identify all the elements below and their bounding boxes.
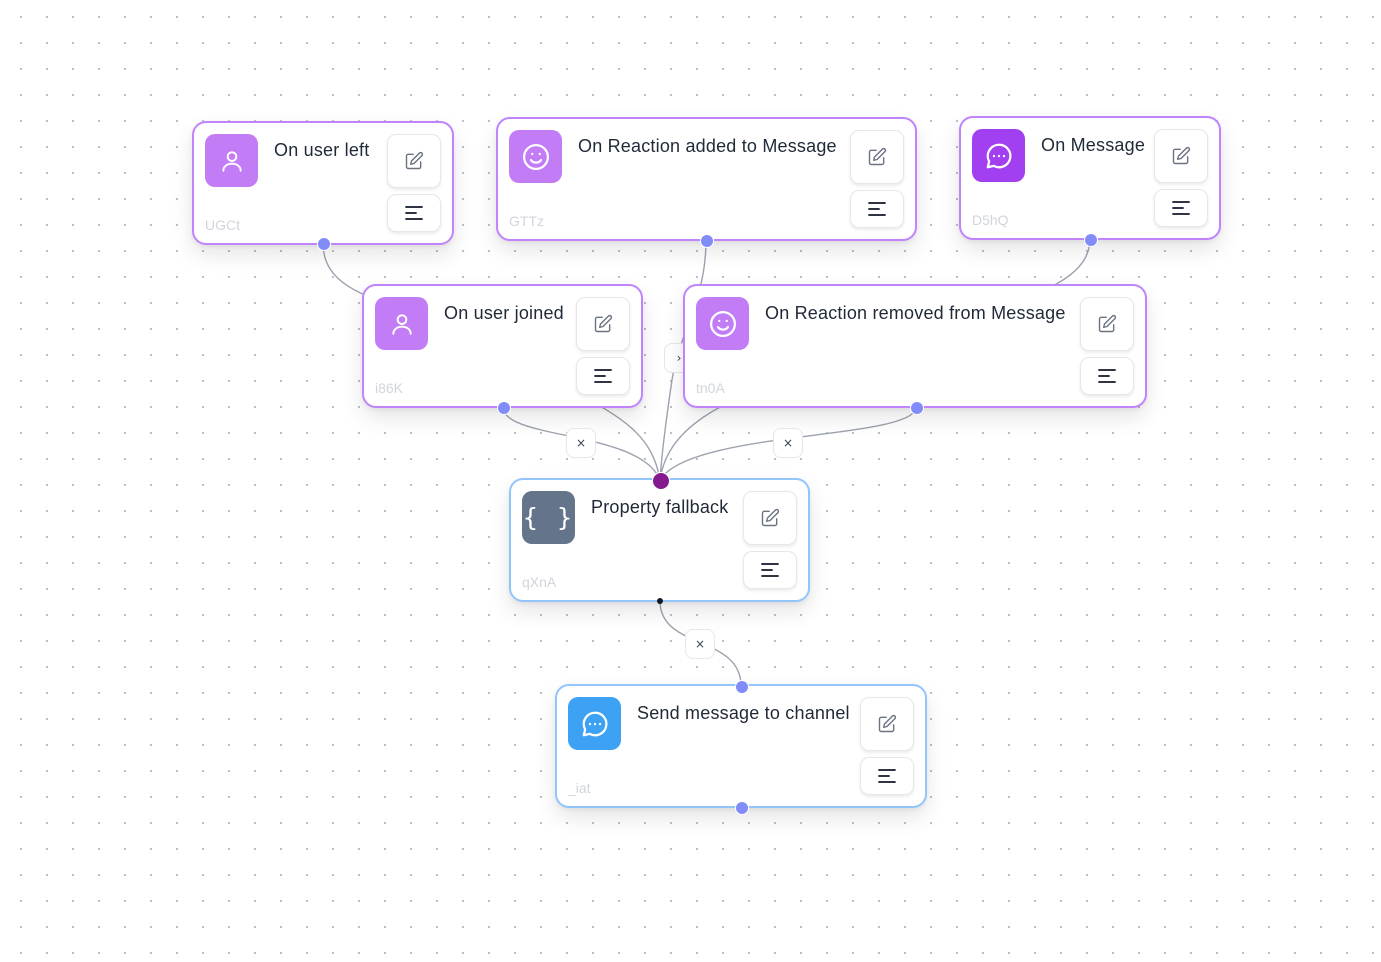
output-handle[interactable] bbox=[700, 234, 714, 248]
user-icon bbox=[205, 134, 258, 187]
node-title: Property fallback bbox=[591, 497, 729, 517]
node-id: tn0A bbox=[696, 380, 725, 396]
output-handle[interactable] bbox=[317, 237, 331, 251]
node-title: Send message to channel bbox=[637, 703, 850, 723]
edit-button[interactable] bbox=[743, 491, 797, 545]
edit-button[interactable] bbox=[850, 130, 904, 184]
align-left-icon bbox=[868, 202, 886, 216]
node-id: D5hQ bbox=[972, 212, 1009, 228]
menu-button[interactable] bbox=[860, 757, 914, 795]
menu-button[interactable] bbox=[850, 190, 904, 228]
user-icon bbox=[375, 297, 428, 350]
align-left-icon bbox=[878, 769, 896, 783]
edit-icon bbox=[594, 314, 613, 333]
output-handle[interactable] bbox=[910, 401, 924, 415]
edit-icon bbox=[868, 147, 887, 166]
message-icon bbox=[568, 697, 621, 750]
align-left-icon bbox=[761, 563, 779, 577]
node-send-message-to-channel[interactable]: Send message to channel _iat bbox=[555, 684, 927, 808]
node-id: _iat bbox=[568, 780, 591, 796]
edit-icon bbox=[878, 714, 897, 733]
menu-button[interactable] bbox=[743, 551, 797, 589]
node-id: i86K bbox=[375, 380, 404, 396]
menu-button[interactable] bbox=[576, 357, 630, 395]
edit-icon bbox=[761, 508, 780, 527]
edit-icon bbox=[1172, 146, 1191, 165]
node-id: GTTz bbox=[509, 213, 544, 229]
menu-button[interactable] bbox=[1154, 189, 1208, 227]
output-handle[interactable] bbox=[1084, 233, 1098, 247]
node-id: qXnA bbox=[522, 574, 557, 590]
edge-delete-button[interactable]: × bbox=[685, 629, 715, 659]
edge-delete-button[interactable]: × bbox=[566, 428, 596, 458]
edit-icon bbox=[1098, 314, 1117, 333]
node-on-user-left[interactable]: On user left UGCt bbox=[192, 121, 454, 245]
node-on-reaction-removed[interactable]: On Reaction removed from Message tn0A bbox=[683, 284, 1147, 408]
node-id: UGCt bbox=[205, 217, 240, 233]
node-on-reaction-added[interactable]: On Reaction added to Message GTTz bbox=[496, 117, 917, 241]
node-title: On Message bbox=[1041, 135, 1146, 155]
message-icon bbox=[972, 129, 1025, 182]
input-handle[interactable] bbox=[652, 472, 670, 490]
align-left-icon bbox=[1098, 369, 1116, 383]
edit-button[interactable] bbox=[860, 697, 914, 751]
node-title: On Reaction removed from Message bbox=[765, 303, 1066, 323]
node-title: On Reaction added to Message bbox=[578, 136, 837, 156]
input-handle[interactable] bbox=[735, 680, 749, 694]
node-on-message[interactable]: On Message D5hQ bbox=[959, 116, 1221, 240]
edge-delete-button[interactable]: × bbox=[773, 428, 803, 458]
align-left-icon bbox=[1172, 201, 1190, 215]
braces-glyph: { } bbox=[522, 503, 575, 532]
node-title: On user joined bbox=[444, 303, 564, 323]
output-handle[interactable] bbox=[735, 801, 749, 815]
align-left-icon bbox=[405, 206, 423, 220]
braces-icon: { } bbox=[522, 491, 575, 544]
output-handle[interactable] bbox=[497, 401, 511, 415]
edit-button[interactable] bbox=[1080, 297, 1134, 351]
edit-button[interactable] bbox=[576, 297, 630, 351]
edit-button[interactable] bbox=[387, 134, 441, 188]
edit-button[interactable] bbox=[1154, 129, 1208, 183]
align-left-icon bbox=[594, 369, 612, 383]
node-title: On user left bbox=[274, 140, 370, 160]
node-property-fallback[interactable]: { } Property fallback qXnA bbox=[509, 478, 810, 602]
smile-icon bbox=[509, 130, 562, 183]
menu-button[interactable] bbox=[387, 194, 441, 232]
edit-icon bbox=[405, 151, 424, 170]
smile-icon bbox=[696, 297, 749, 350]
menu-button[interactable] bbox=[1080, 357, 1134, 395]
output-handle[interactable] bbox=[657, 598, 663, 604]
node-on-user-joined[interactable]: On user joined i86K bbox=[362, 284, 643, 408]
